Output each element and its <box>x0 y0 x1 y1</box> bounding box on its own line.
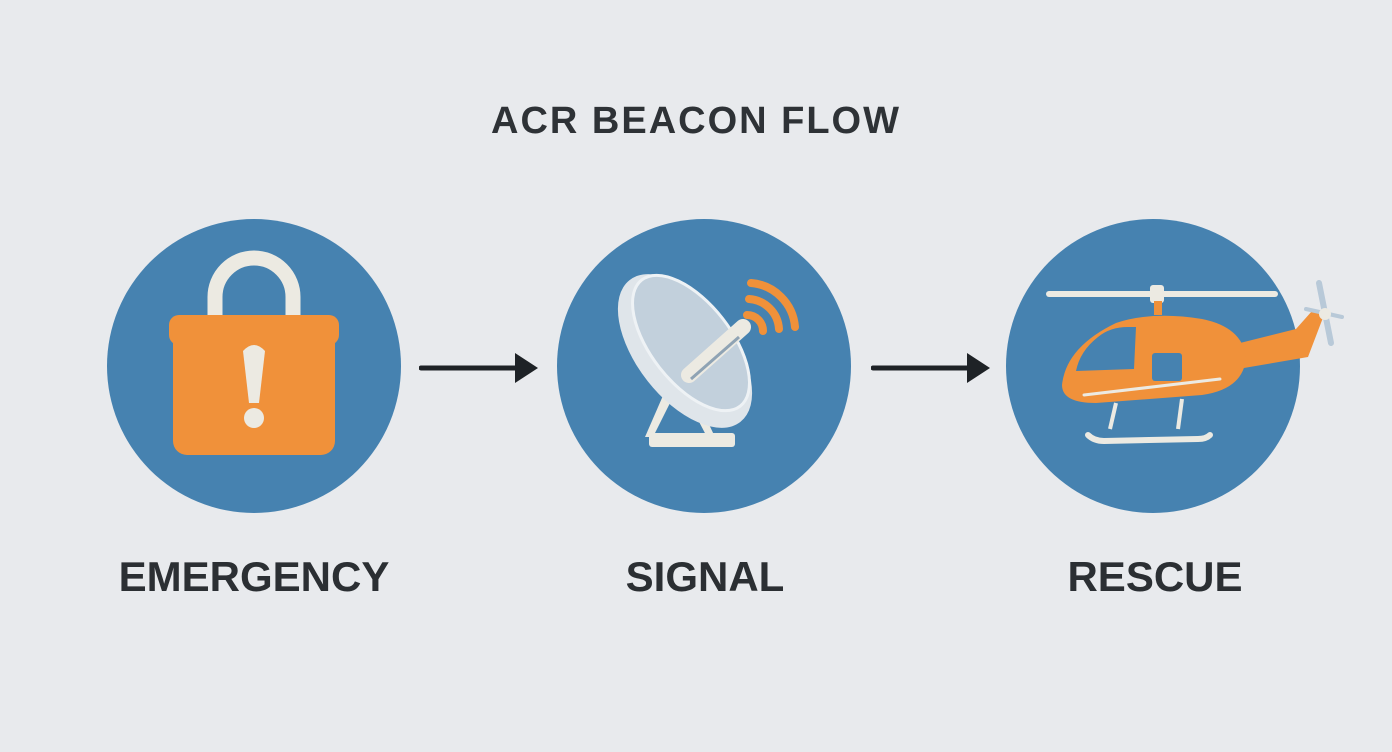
step-emergency <box>107 219 401 513</box>
step-signal <box>557 219 851 513</box>
arrow-right-icon <box>419 353 538 383</box>
step-rescue <box>1006 219 1344 513</box>
step-label-emergency: EMERGENCY <box>118 553 390 600</box>
diagram-title: ACR BEACON FLOW <box>491 100 901 142</box>
step-label-rescue: RESCUE <box>1067 553 1243 600</box>
step-label-signal: SIGNAL <box>625 553 785 600</box>
padlock-alert-icon <box>169 250 339 455</box>
helicopter-icon <box>1046 280 1344 445</box>
satellite-dish-icon <box>617 273 799 447</box>
arrow-right-icon <box>871 353 990 383</box>
